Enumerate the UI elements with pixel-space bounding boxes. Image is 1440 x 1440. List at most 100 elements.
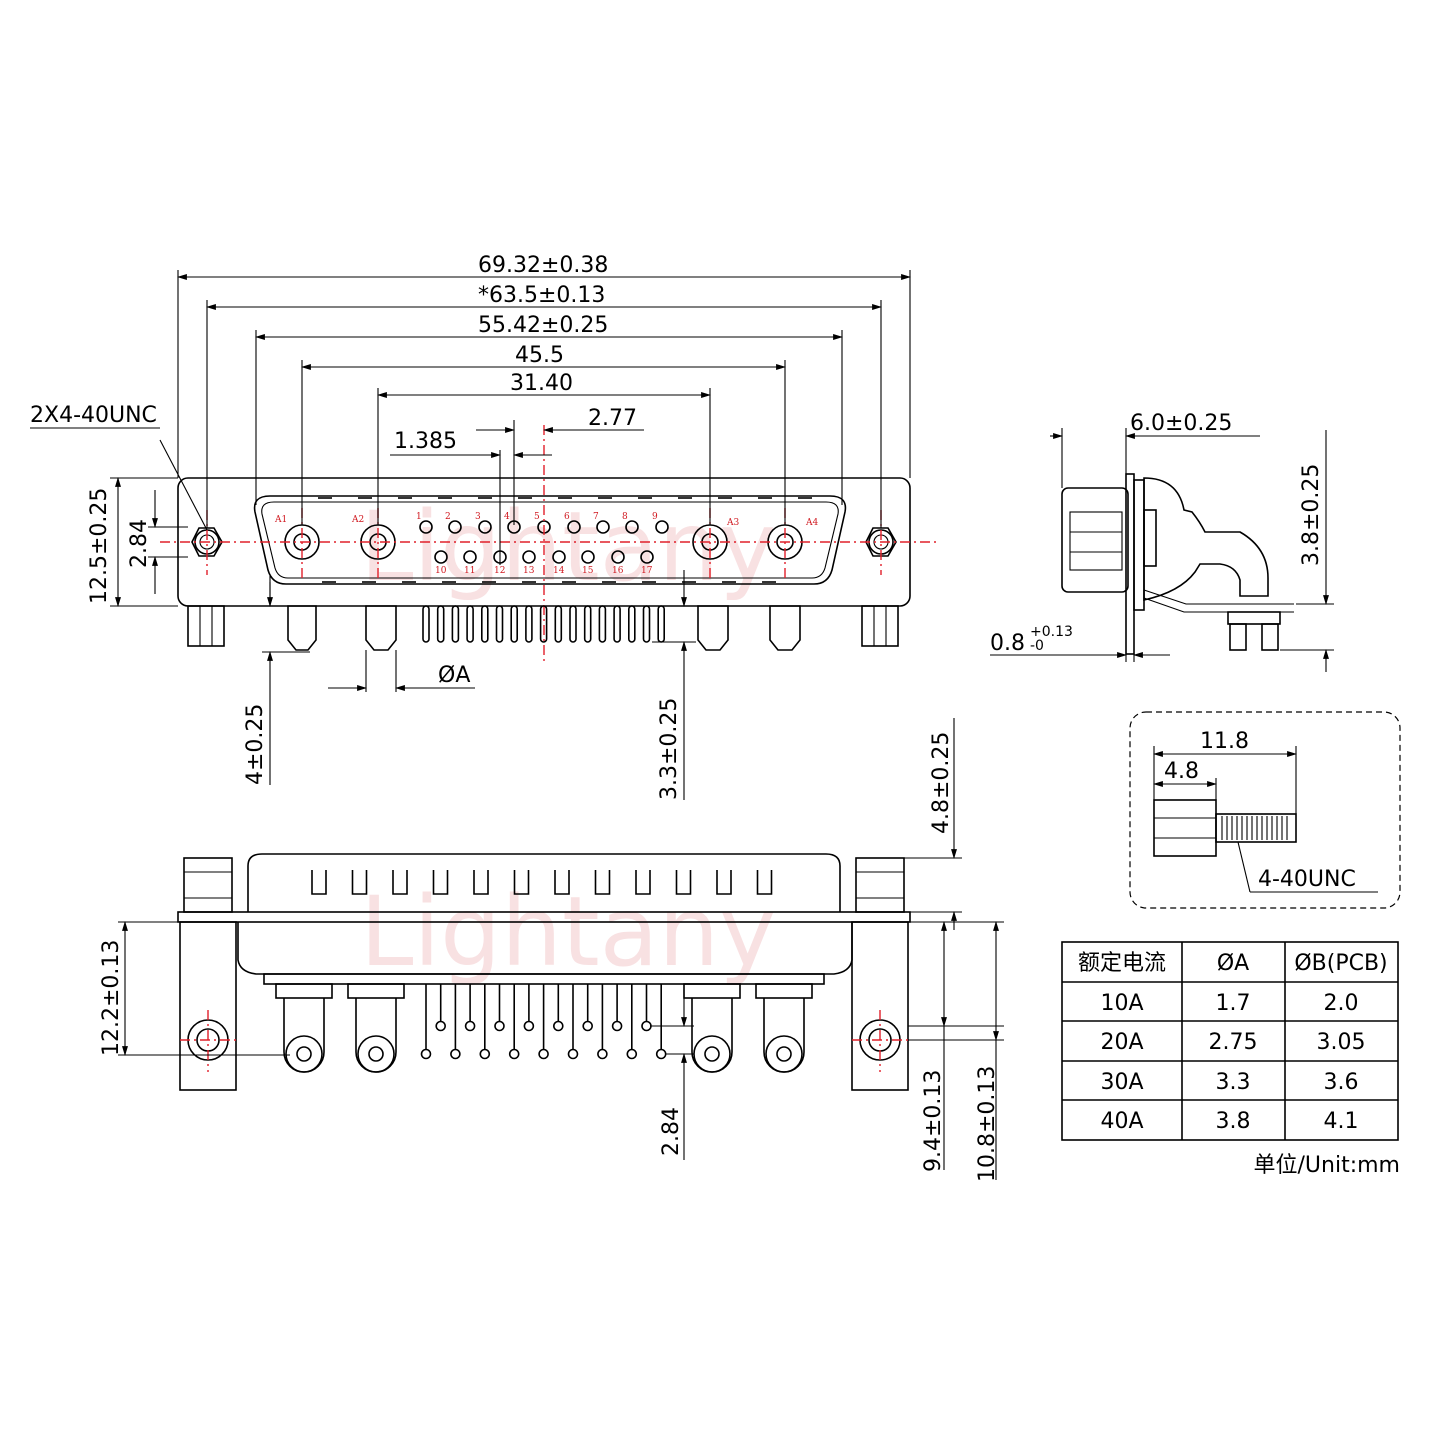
bottom-signal-pin-end xyxy=(420,1048,432,1060)
signal-tail xyxy=(510,605,519,643)
bottom-signal-pin-end xyxy=(479,1048,491,1060)
bottom-left-post xyxy=(179,921,237,1091)
signal-pin xyxy=(434,550,448,564)
bottom-signal-pin-end xyxy=(655,1048,667,1060)
bottom-power-pins xyxy=(275,983,813,1073)
bottom-signal-pin-end xyxy=(611,1020,623,1032)
pin-length-dimensions: 4±0.25 3.3±0.25 ØA xyxy=(243,570,696,800)
bottom-slot xyxy=(432,870,449,895)
signal-tail xyxy=(525,605,533,643)
table-cell: 30A xyxy=(1100,1070,1143,1095)
signal-tail xyxy=(583,605,592,643)
dim-2-84-bottom: 2.84 xyxy=(659,1107,684,1156)
dim-4-8: 4.8 xyxy=(1164,759,1199,784)
shell-slots xyxy=(318,497,812,583)
signal-pin-label: 1 xyxy=(416,512,422,522)
screw-thread xyxy=(1215,813,1297,843)
signal-pin xyxy=(463,550,477,564)
signal-pin xyxy=(640,550,654,564)
signal-pin-label: 8 xyxy=(622,512,628,522)
screw-detail: 11.8 4.8 4-40UNC xyxy=(1129,711,1401,909)
signal-pin xyxy=(655,520,669,534)
bottom-slot xyxy=(756,870,773,895)
bottom-slot xyxy=(351,870,368,895)
dim-2-84: 2.84 xyxy=(127,519,152,568)
bottom-signal-pin-end xyxy=(508,1048,520,1060)
signal-tail xyxy=(466,605,474,643)
dim-3-3: 3.3±0.25 xyxy=(657,698,682,800)
left-dimensions: 12.5±0.25 2.84 2X4-40UNC xyxy=(30,403,208,607)
side-shell-inner xyxy=(1069,511,1123,571)
signal-tail xyxy=(642,605,651,643)
thread-4-40: 4-40UNC xyxy=(1258,867,1356,892)
signal-pin xyxy=(596,520,610,534)
bottom-slot xyxy=(311,870,327,895)
bottom-view: 4.8±0.25 12.2±0.13 2.84 9.4±0.13 10.8±0.… xyxy=(99,718,1004,1182)
signal-tail xyxy=(657,605,666,643)
signal-tail xyxy=(495,605,504,643)
dim-4-8-bottom: 4.8±0.25 xyxy=(929,732,954,834)
side-flange-2 xyxy=(1133,479,1145,611)
signal-pin-label: 2 xyxy=(445,512,451,522)
table-header-phia: ØA xyxy=(1217,951,1249,976)
side-shell xyxy=(1061,487,1129,593)
dim-12-2: 12.2±0.13 xyxy=(99,940,124,1056)
side-leg-1 xyxy=(1229,623,1247,651)
side-bracket xyxy=(1143,589,1294,605)
bottom-flange xyxy=(177,911,911,923)
bottom-signal-pin-end xyxy=(597,1048,608,1060)
shell-outline xyxy=(253,495,847,585)
signal-pin xyxy=(567,520,581,534)
dim-63-5: *63.5±0.13 xyxy=(478,283,605,308)
signal-pin xyxy=(625,520,639,534)
signal-pin-label: 13 xyxy=(523,566,535,576)
table-cell: 2.0 xyxy=(1324,991,1359,1016)
bottom-signal-pin-end xyxy=(435,1020,447,1032)
bottom-slot xyxy=(594,870,611,895)
dim-11-8: 11.8 xyxy=(1200,729,1249,754)
rating-table: 额定电流 ØA ØB(PCB) 10A 1.7 2.0 20A 2.75 3.0… xyxy=(1061,941,1400,1178)
bottom-signal-pin-end xyxy=(464,1020,476,1032)
bottom-signal-pin-end xyxy=(450,1048,461,1060)
bottom-left-nut xyxy=(183,857,233,913)
side-bracket-2 xyxy=(1143,597,1294,613)
signal-tail xyxy=(422,605,430,643)
bottom-right-post xyxy=(851,921,909,1091)
signal-tail xyxy=(627,605,636,643)
dim-phi-a: ØA xyxy=(438,663,470,688)
signal-pin-label: 14 xyxy=(553,566,565,576)
bottom-slot xyxy=(554,870,570,895)
bottom-shell xyxy=(247,853,841,912)
table-cell: 3.05 xyxy=(1317,1030,1366,1055)
signal-tail xyxy=(613,605,621,643)
table-cell: 10A xyxy=(1100,991,1143,1016)
screw-leader xyxy=(1237,841,1251,893)
signal-tail xyxy=(436,605,445,643)
side-body xyxy=(1143,477,1269,601)
watermark: Lightany xyxy=(360,491,776,603)
table-cell: 4.1 xyxy=(1324,1109,1359,1134)
dim-1-385: 1.385 xyxy=(394,429,457,454)
signal-pin xyxy=(552,550,566,564)
dim-10-8: 10.8±0.13 xyxy=(975,1066,1000,1182)
signal-tail xyxy=(539,605,548,643)
signal-pin-label: 16 xyxy=(612,566,624,576)
signal-pin xyxy=(581,550,595,564)
bottom-slot xyxy=(716,870,732,895)
table-border xyxy=(1061,941,1399,1141)
dim-6-0: 6.0±0.25 xyxy=(1130,411,1232,436)
signal-pin-tails xyxy=(422,605,666,643)
dim-0-8: 0.8 xyxy=(990,631,1025,656)
side-leg-2 xyxy=(1261,623,1279,651)
bottom-signal-pin-end xyxy=(494,1020,505,1032)
bottom-slot xyxy=(392,870,408,895)
thread-lines xyxy=(1221,816,1288,840)
signal-pin-label: 3 xyxy=(475,512,481,522)
thread-label: 2X4-40UNC xyxy=(30,403,157,428)
table-cell: 2.75 xyxy=(1209,1030,1258,1055)
table-header-phib: ØB(PCB) xyxy=(1294,951,1387,976)
dim-0-8-tol-lower: -0 xyxy=(1030,638,1044,654)
signal-tail xyxy=(598,605,607,643)
bottom-signal-pins xyxy=(420,984,667,1060)
bottom-slots xyxy=(311,870,773,895)
